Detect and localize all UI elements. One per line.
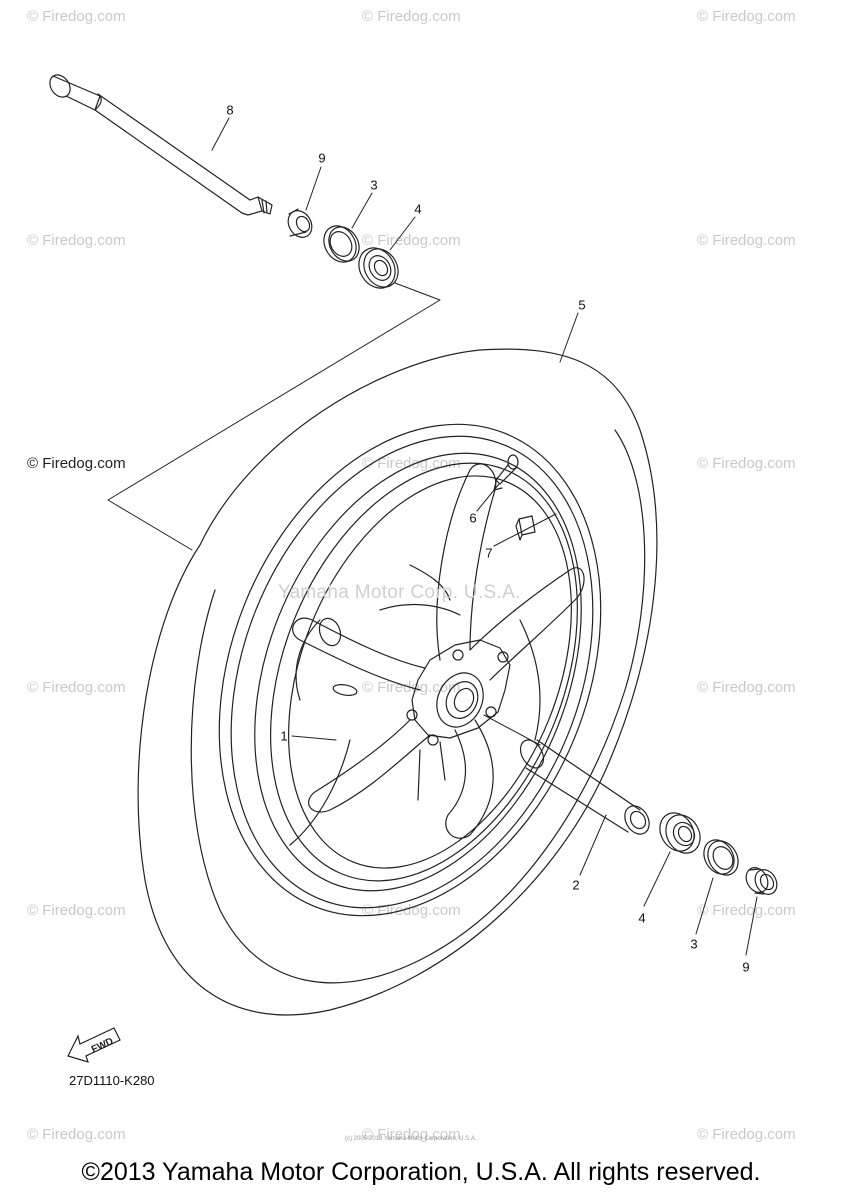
rim: [218, 423, 602, 917]
bearing-bottom: [659, 812, 701, 854]
callout-5: 5: [578, 297, 586, 313]
callout-9-bottom: 9: [742, 959, 750, 975]
callout-4: 4: [414, 201, 422, 217]
watermark-dark: © Firedog.com: [27, 455, 126, 472]
watermark: © Firedog.com: [697, 455, 796, 472]
callout-7: 7: [485, 545, 493, 561]
valve: [493, 454, 519, 491]
watermark: © Firedog.com: [697, 902, 796, 919]
center-watermark: Yamaha Motor Corp. U.S.A.: [278, 582, 521, 603]
watermark: © Firedog.com: [362, 1126, 461, 1143]
watermark: © Firedog.com: [697, 232, 796, 249]
watermark: © Firedog.com: [27, 679, 126, 696]
callout-4-bottom: 4: [638, 910, 646, 926]
bearing-top: [358, 247, 399, 289]
spacer-tube: [519, 739, 650, 835]
spokes: [289, 463, 585, 846]
fwd-arrow-icon: FWD: [67, 1027, 121, 1063]
callout-8: 8: [226, 102, 234, 118]
watermark: © Firedog.com: [27, 902, 126, 919]
leader-lines: [211, 117, 758, 956]
callout-3: 3: [370, 177, 378, 193]
watermark: © Firedog.com: [27, 8, 126, 25]
oil-seal-bottom: [703, 839, 739, 876]
copyright-notice: ©2013 Yamaha Motor Corporation, U.S.A. A…: [81, 1158, 761, 1186]
watermark: © Firedog.com: [697, 8, 796, 25]
watermark: © Firedog.com: [362, 8, 461, 25]
oil-seal-top: [323, 225, 360, 263]
watermark: © Firedog.com: [697, 1126, 796, 1143]
collar-top: [287, 208, 313, 238]
watermark: © Firedog.com: [697, 679, 796, 696]
tire: [137, 348, 658, 1016]
small-print: (c) 2005-2013 Yamaha Motor Corporation, …: [345, 1136, 477, 1142]
collar-bottom: [745, 867, 778, 895]
watermark: © Firedog.com: [362, 455, 461, 472]
axle-shaft: [49, 74, 273, 216]
callout-2: 2: [572, 877, 580, 893]
callout-3-bottom: 3: [690, 936, 698, 952]
watermark: © Firedog.com: [27, 232, 126, 249]
hub: [406, 639, 511, 801]
watermark: © Firedog.com: [27, 1126, 126, 1143]
balance-weight: [515, 515, 536, 541]
callout-1: 1: [280, 728, 288, 744]
callout-6: 6: [469, 510, 477, 526]
watermark: © Firedog.com: [362, 232, 461, 249]
part-code: 27D1110-K280: [69, 1073, 155, 1088]
callout-9: 9: [318, 150, 326, 166]
